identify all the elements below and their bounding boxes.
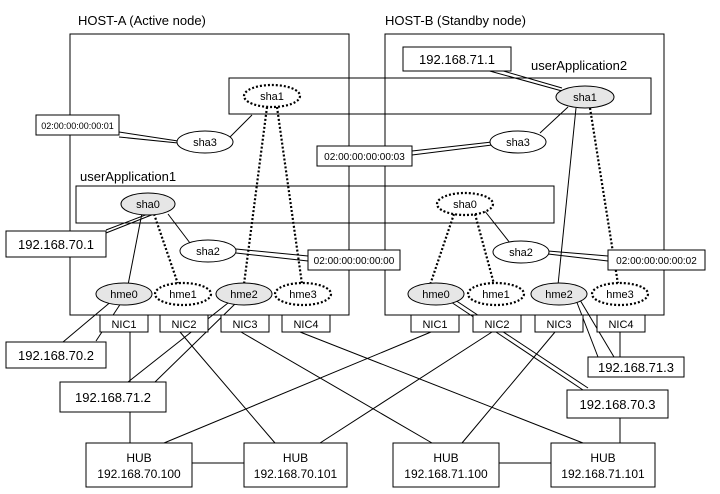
- host-a-sha2: sha2: [179, 239, 237, 263]
- host-b-sha2-label: sha2: [509, 247, 533, 259]
- host-a-nic2: NIC2: [171, 319, 196, 331]
- host-a-hme0: hme0: [95, 282, 153, 306]
- host-b-sha3: sha3: [489, 130, 547, 154]
- host-b-sha0-label: sha0: [453, 199, 477, 211]
- hub-70-100: HUB 192.168.70.100: [85, 442, 193, 488]
- host-a-sha0: sha0: [120, 192, 176, 216]
- mac-02-box: [607, 249, 706, 271]
- host-a-title: HOST-A (Active node): [78, 13, 206, 28]
- hub-71-100-ip: 192.168.71.100: [404, 467, 488, 481]
- host-a-hme2: hme2: [215, 282, 273, 306]
- host-b-nic2: NIC2: [484, 319, 509, 331]
- host-a-hme0-label: hme0: [110, 289, 138, 301]
- ip-71-2-label: 192.168.71.2: [75, 390, 151, 405]
- ip-70-2-label: 192.168.70.2: [18, 348, 94, 363]
- host-b-nic3: NIC3: [546, 319, 571, 331]
- host-a-sha0-label: sha0: [136, 199, 160, 211]
- host-b-sha2: sha2: [492, 240, 550, 264]
- hub-70-100-title: HUB: [126, 451, 151, 465]
- host-b-hme2: hme2: [530, 282, 588, 306]
- host-a-hme3: hme3: [273, 281, 333, 307]
- host-a-sha3: sha3: [176, 130, 234, 154]
- host-b-sha1-label: sha1: [573, 92, 597, 104]
- host-a-sha1-label: sha1: [260, 91, 284, 103]
- ip-70-3-box: [566, 389, 669, 419]
- host-a-sha3-label: sha3: [193, 137, 217, 149]
- ip-71-1-label: 192.168.71.1: [419, 52, 495, 67]
- host-a-sha2-label: sha2: [196, 246, 220, 258]
- host-b-hme1: hme1: [466, 281, 526, 307]
- host-b-hme1-label: hme1: [482, 289, 510, 301]
- hub-71-101-ip: 192.168.71.101: [561, 467, 645, 481]
- host-b-hme3-label: hme3: [606, 289, 634, 301]
- host-b-nic1: NIC1: [422, 319, 447, 331]
- host-b-nics: NIC1 NIC2 NIC3 NIC4: [410, 314, 646, 333]
- mac-01-box: [35, 114, 120, 136]
- ip-71-3-label: 192.168.71.3: [598, 360, 674, 375]
- host-a-nic4: NIC4: [293, 319, 318, 331]
- ip-71-2-box: [59, 381, 167, 413]
- mac-00-box: [307, 249, 401, 271]
- host-a-hme1: hme1: [153, 281, 213, 307]
- user-application2-label: userApplication2: [531, 58, 627, 73]
- ip-70-3-label: 192.168.70.3: [580, 397, 656, 412]
- host-b-sha3-label: sha3: [506, 137, 530, 149]
- host-a-hme1-label: hme1: [169, 289, 197, 301]
- ip-70-1-box: [5, 230, 107, 258]
- host-b-hme2-label: hme2: [545, 289, 573, 301]
- hub-70-100-ip: 192.168.70.100: [97, 467, 181, 481]
- ip-70-2-box: [5, 341, 107, 369]
- host-b-hme0-label: hme0: [422, 289, 450, 301]
- host-a-sha1: sha1: [242, 83, 302, 109]
- mac-03-box: [316, 145, 413, 167]
- host-a-nics: NIC1 NIC2 NIC3 NIC4: [99, 314, 331, 333]
- user-application1-band: [75, 185, 555, 224]
- hub-70-101-ip: 192.168.70.101: [254, 467, 338, 481]
- host-a-hme3-label: hme3: [289, 289, 317, 301]
- host-b-nic4: NIC4: [608, 319, 633, 331]
- host-a-nic3: NIC3: [232, 319, 257, 331]
- user-application2-band: [228, 77, 652, 115]
- host-b-sha1: sha1: [555, 85, 615, 109]
- mac-00-label: 02:00:00:00:00:00: [314, 256, 395, 267]
- mac-03-label: 02:00:00:00:00:03: [324, 152, 405, 163]
- hub-70-101: HUB 192.168.70.101: [243, 442, 348, 488]
- host-a-hme2-label: hme2: [230, 289, 258, 301]
- mac-02-label: 02:00:00:00:00:02: [616, 256, 697, 267]
- hub-71-101-title: HUB: [590, 451, 615, 465]
- mac-01-label: 02:00:00:00:00:01: [41, 121, 114, 131]
- host-b-hme0: hme0: [407, 282, 465, 306]
- user-application1-label: userApplication1: [80, 169, 176, 184]
- host-b-sha0: sha0: [435, 191, 495, 217]
- host-a-box: [69, 33, 350, 316]
- host-b-hme3: hme3: [590, 281, 650, 307]
- ip-70-1-label: 192.168.70.1: [18, 237, 94, 252]
- host-b-title: HOST-B (Standby node): [385, 13, 526, 28]
- hub-71-100-title: HUB: [433, 451, 458, 465]
- ip-71-3-box: [587, 356, 685, 378]
- hub-71-101: HUB 192.168.71.101: [550, 442, 656, 488]
- hub-70-101-title: HUB: [283, 451, 308, 465]
- ip-71-1-box: [402, 46, 512, 72]
- hub-71-100: HUB 192.168.71.100: [392, 442, 500, 488]
- host-b-box: [384, 33, 665, 316]
- host-a-nic1: NIC1: [111, 319, 136, 331]
